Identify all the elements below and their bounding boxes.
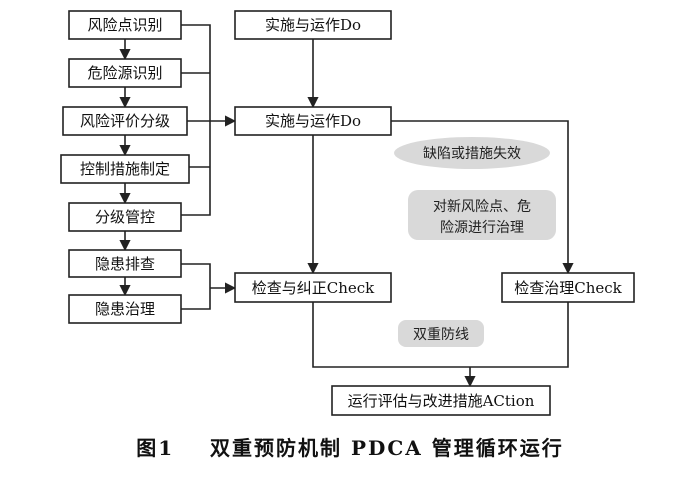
bracket-upper [181, 24, 211, 216]
box-do-middle-label: 实施与运作Do [265, 112, 361, 130]
line-check-left-action [312, 302, 470, 368]
figure-caption: 图1 双重预防机制 PDCA 管理循环运行 [0, 432, 700, 461]
box-hidden-check-label: 隐患排查 [95, 255, 155, 273]
box-check-right: 检查治理Check [501, 272, 635, 303]
box-risk-point: 风险点识别 [68, 10, 182, 40]
box-do-top-label: 实施与运作Do [265, 16, 361, 34]
note-govern: 对新风险点、危 险源进行治理 [408, 190, 556, 240]
note-dual-label: 双重防线 [413, 327, 469, 343]
box-hidden-govern-label: 隐患治理 [95, 300, 155, 318]
box-action-label: 运行评估与改进措施ACtion [348, 392, 535, 410]
figure-number: 图1 [136, 436, 175, 460]
box-check-right-label: 检查治理Check [514, 279, 622, 297]
note-defect: 缺陷或措施失效 [394, 137, 550, 169]
box-check-left: 检查与纠正Check [234, 272, 392, 303]
box-risk-grading: 风险评价分级 [62, 106, 188, 136]
note-dual: 双重防线 [398, 320, 484, 347]
note-govern-line2: 险源进行治理 [440, 220, 524, 236]
connectors [119, 24, 574, 388]
box-check-left-label: 检查与纠正Check [252, 279, 375, 297]
box-hidden-govern: 隐患治理 [68, 294, 182, 324]
box-graded-control-label: 分级管控 [95, 208, 155, 226]
box-graded-control: 分级管控 [68, 202, 182, 232]
note-defect-label: 缺陷或措施失效 [423, 146, 521, 162]
box-risk-grading-label: 风险评价分级 [80, 112, 170, 130]
note-govern-line1: 对新风险点、危 [433, 199, 531, 215]
box-do-middle: 实施与运作Do [234, 106, 392, 136]
box-control-measures-label: 控制措施制定 [80, 160, 170, 178]
box-risk-point-label: 风险点识别 [87, 16, 162, 34]
bracket-lower [181, 263, 211, 310]
figure-title: 双重预防机制 PDCA 管理循环运行 [210, 436, 564, 460]
box-hazard-source: 危险源识别 [68, 58, 182, 88]
arrow-do-check-right [391, 120, 574, 275]
box-control-measures: 控制措施制定 [60, 154, 190, 184]
box-hidden-check: 隐患排查 [68, 249, 182, 278]
line-check-right-action [470, 302, 569, 368]
box-action: 运行评估与改进措施ACtion [331, 385, 551, 416]
box-hazard-source-label: 危险源识别 [87, 64, 162, 82]
box-do-top: 实施与运作Do [234, 10, 392, 40]
